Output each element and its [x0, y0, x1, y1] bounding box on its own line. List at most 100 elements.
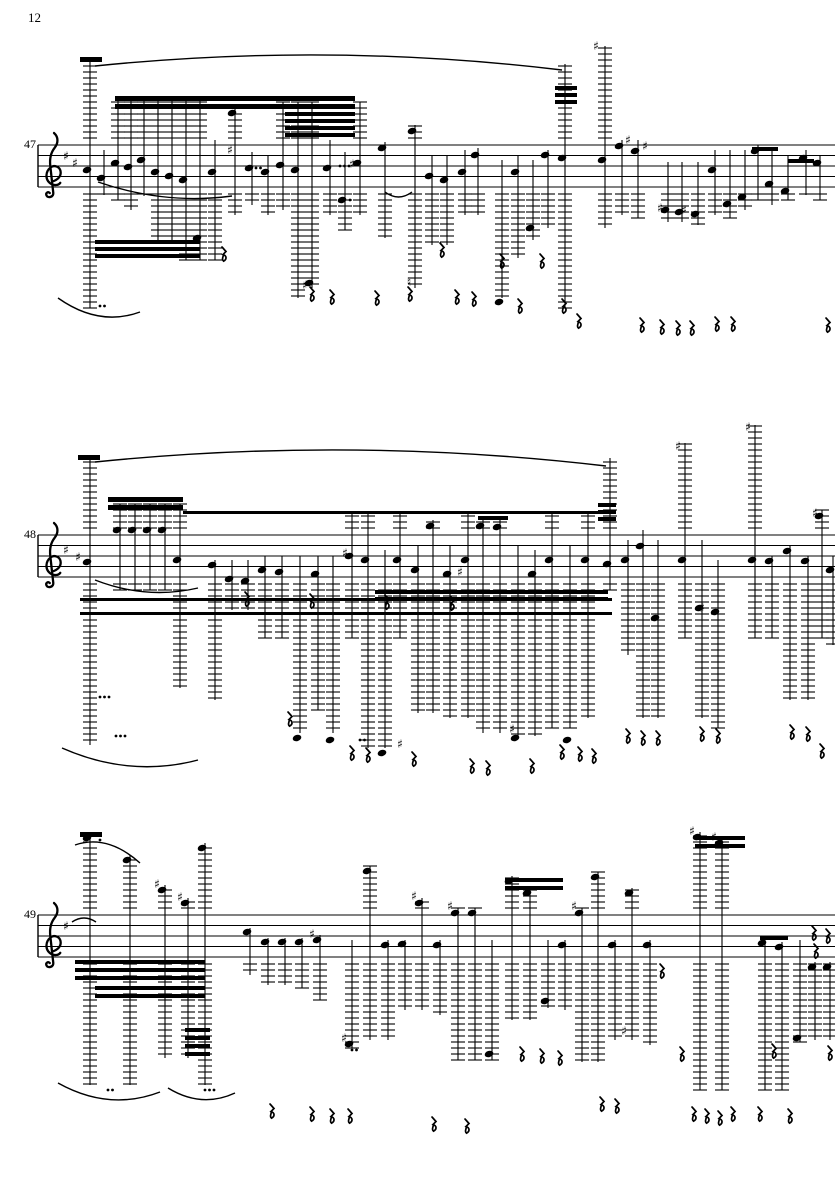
slur	[57, 1082, 161, 1101]
augmentation-dot	[103, 695, 106, 699]
note-head	[540, 997, 550, 1005]
note-head	[294, 938, 304, 946]
note-head	[192, 234, 202, 242]
augmentation-dot	[212, 1088, 216, 1092]
note-head	[397, 940, 407, 948]
note-head	[527, 570, 537, 578]
note-head	[432, 941, 442, 949]
note-head	[574, 909, 584, 917]
quarter-rest	[717, 1110, 724, 1127]
note-head	[800, 557, 810, 565]
quarter-rest	[825, 928, 832, 945]
note-head	[780, 187, 790, 195]
sharp-sign: ♯	[509, 722, 515, 736]
measure-number-system-1: 47	[24, 137, 36, 151]
augmentation-dot	[203, 1088, 207, 1092]
note-head	[164, 172, 174, 180]
note-head	[344, 552, 354, 560]
beam	[598, 503, 616, 507]
augmentation-dot	[98, 695, 102, 699]
beam	[285, 112, 355, 116]
beam	[478, 516, 508, 520]
note-head	[747, 556, 757, 564]
beam	[78, 455, 100, 460]
note-head	[407, 127, 417, 135]
quarter-rest	[517, 298, 524, 315]
note-head	[457, 168, 467, 176]
note-head	[310, 570, 320, 578]
beam	[695, 844, 745, 848]
note-head	[764, 180, 774, 188]
quarter-rest	[454, 289, 461, 306]
note-head	[257, 566, 267, 574]
quarter-rest	[659, 963, 666, 980]
note-head	[774, 943, 784, 951]
sharp-sign: ♯	[621, 1024, 627, 1038]
sharp-sign: ♯	[177, 890, 183, 904]
augmentation-dot	[358, 738, 362, 742]
slur	[94, 54, 563, 71]
beam	[285, 126, 355, 130]
quarter-rest	[529, 758, 536, 775]
beam	[185, 1028, 210, 1032]
quarter-rest	[539, 253, 546, 270]
note-head	[290, 166, 300, 174]
sharp-sign: ♯	[657, 201, 663, 215]
quarter-rest	[789, 724, 796, 741]
note-head	[360, 556, 370, 564]
treble-clef-icon	[45, 131, 62, 199]
quarter-rest	[599, 1096, 606, 1113]
note-head	[764, 557, 774, 565]
beam	[505, 878, 563, 882]
slur	[61, 747, 199, 768]
note-head	[792, 1034, 802, 1042]
beam	[95, 254, 200, 258]
sharp-sign: ♯	[681, 203, 687, 217]
quarter-rest	[805, 726, 812, 743]
slur	[97, 181, 233, 200]
note-head	[442, 570, 452, 578]
note-head	[122, 856, 132, 864]
beam	[115, 96, 355, 101]
augmentation-dot	[107, 695, 111, 699]
beam	[75, 976, 205, 980]
sharp-sign: ♯	[397, 737, 403, 751]
note-head	[362, 867, 372, 875]
sharp-sign: ♯	[411, 889, 417, 903]
augmentation-dot	[259, 166, 262, 170]
quarter-rest	[407, 286, 414, 303]
sharp-sign: ♯	[341, 1031, 347, 1045]
sharp-sign: ♯	[154, 877, 160, 891]
beam	[80, 57, 102, 62]
note-head	[142, 526, 152, 534]
note-head	[707, 166, 717, 174]
note-head	[260, 168, 270, 176]
note-head	[207, 561, 217, 569]
note-head	[274, 568, 284, 576]
quarter-rest	[309, 593, 316, 610]
note-head	[782, 547, 792, 555]
note-head	[630, 147, 640, 155]
note-head	[607, 941, 617, 949]
note-head	[110, 159, 120, 167]
augmentation-dot	[548, 886, 551, 890]
beam	[285, 119, 355, 123]
note-head	[380, 941, 390, 949]
sharp-sign: ♯	[342, 546, 348, 560]
key-signature-sharp: ♯	[75, 550, 81, 564]
page-number: 12	[28, 10, 41, 25]
note-head	[540, 151, 550, 159]
quarter-rest	[559, 744, 566, 761]
quarter-rest	[691, 1106, 698, 1123]
quarter-rest	[485, 760, 492, 777]
note-head	[822, 963, 832, 971]
quarter-rest	[269, 1103, 276, 1120]
note-head	[690, 210, 700, 218]
slur	[71, 917, 97, 923]
quarter-rest	[825, 317, 832, 334]
augmentation-dot	[338, 164, 342, 168]
sharp-sign: ♯	[625, 133, 631, 147]
augmentation-dot	[114, 734, 118, 738]
